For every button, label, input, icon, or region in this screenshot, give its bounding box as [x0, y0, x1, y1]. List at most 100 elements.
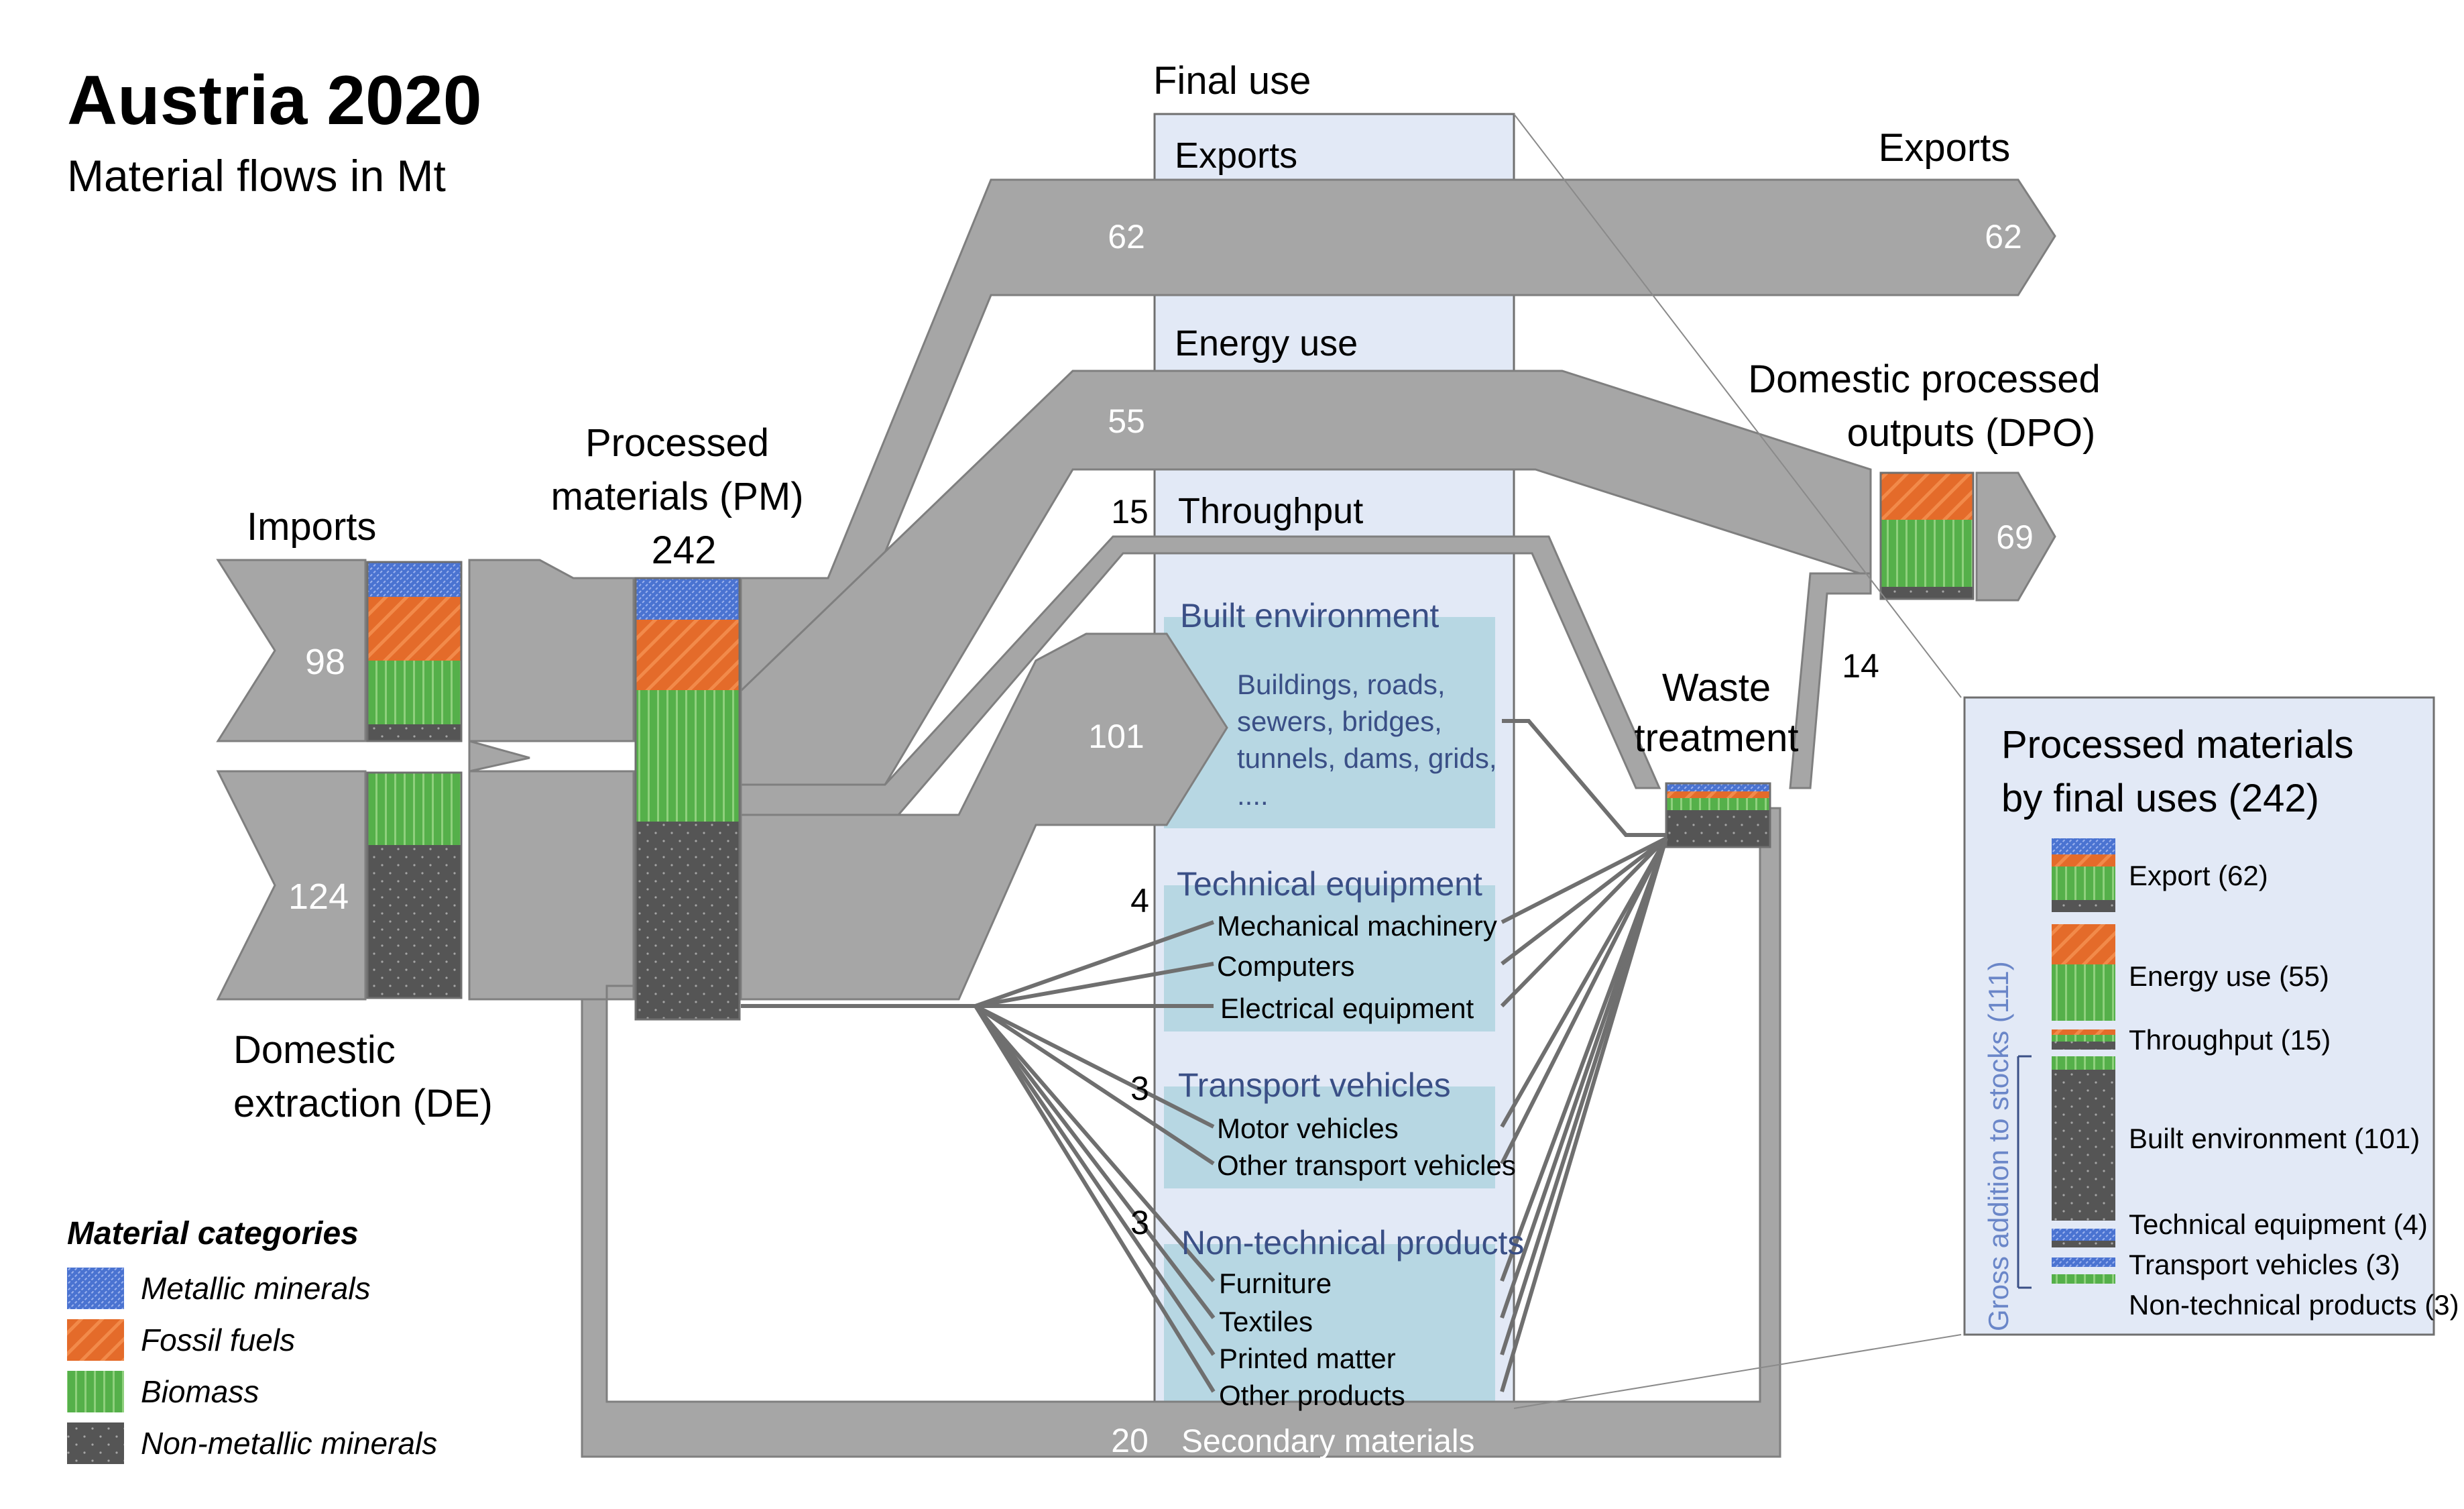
inset-item-3: Built environment (101)	[2129, 1123, 2420, 1154]
domestic-extraction-flow	[216, 770, 367, 1001]
fu-transport-item-1: Other transport vehicles	[1217, 1150, 1516, 1181]
de-biomass	[367, 773, 461, 845]
exports-node-value: 62	[1985, 218, 2022, 256]
legend-item-metallic: Metallic minerals	[141, 1271, 371, 1306]
de-to-pm-flow	[468, 770, 635, 1001]
fu-built-desc-2: sewers, bridges,	[1237, 706, 1442, 737]
built-environment-flow	[740, 632, 1228, 1001]
built-flow-value: 101	[1088, 718, 1144, 755]
dpo-value: 69	[1996, 518, 2034, 556]
inset-title-2: by final uses (242)	[2001, 777, 2319, 820]
imports-label: Imports	[247, 505, 376, 549]
secondary-label: Secondary materials	[1181, 1424, 1475, 1459]
pm-nonmetal	[636, 822, 740, 1019]
fu-transport-label: Transport vehicles	[1178, 1066, 1451, 1104]
nontech-flow-value: 3	[1130, 1204, 1149, 1241]
exports-node-label: Exports	[1879, 126, 2011, 170]
inset-item-6: Non-technical products (3)	[2129, 1289, 2459, 1321]
product-fan-lines	[741, 920, 1216, 1393]
imports-flow	[216, 559, 367, 742]
transport-flow-value: 3	[1130, 1070, 1149, 1107]
fu-tech-item-0: Mechanical machinery	[1217, 910, 1497, 942]
de-value: 124	[288, 877, 349, 917]
secondary-value: 20	[1111, 1422, 1149, 1459]
legend-item-nonmetal: Non-metallic minerals	[141, 1426, 437, 1461]
imports-stack	[366, 561, 463, 742]
inset-item-1: Energy use (55)	[2129, 960, 2329, 992]
imports-biomass	[367, 661, 461, 724]
fu-energy-label: Energy use	[1175, 323, 1358, 364]
fu-throughput-label: Throughput	[1178, 491, 1363, 531]
fu-tech-item-1: Computers	[1217, 950, 1354, 982]
pm-value: 242	[652, 528, 717, 572]
inset-panel: Processed materials by final uses (242) …	[1963, 696, 2459, 1336]
page-subtitle: Material flows in Mt	[67, 151, 446, 201]
imports-nonmetal	[367, 724, 461, 741]
de-label-line1: Domestic	[233, 1028, 396, 1072]
inset-title-1: Processed materials	[2001, 723, 2353, 767]
imports-value: 98	[305, 642, 345, 682]
pm-metallic	[636, 578, 740, 620]
technical-flow-value: 4	[1130, 882, 1149, 919]
de-label-line2: extraction (DE)	[233, 1082, 493, 1125]
exports-flow-value: 62	[1108, 218, 1145, 256]
pm-fossil	[636, 620, 740, 690]
waste-stack	[1665, 782, 1771, 848]
dpo-nonmetal	[1881, 587, 1973, 599]
inset-connector-top	[1513, 113, 1962, 698]
imports-to-pm-flow	[468, 559, 635, 773]
fu-nontech-item-3: Other products	[1219, 1380, 1405, 1411]
legend-swatch-nonmetal	[67, 1422, 124, 1464]
de-nonmetal	[367, 845, 461, 998]
legend: Material categories Metallic minerals Fo…	[67, 1216, 437, 1464]
waste-to-dpo-flow	[1789, 572, 1872, 789]
legend-item-fossil: Fossil fuels	[141, 1323, 295, 1357]
fu-technical-label: Technical equipment	[1177, 865, 1482, 903]
throughput-flow-value: 15	[1111, 493, 1149, 530]
fu-tech-item-2: Electrical equipment	[1220, 993, 1474, 1024]
fu-built-desc-3: tunnels, dams, grids,	[1237, 742, 1497, 774]
pm-label-line1: Processed	[585, 421, 769, 465]
fu-nontech-item-1: Textiles	[1219, 1306, 1313, 1337]
dpo-stack	[1879, 471, 1975, 600]
final-use-label: Final use	[1153, 59, 1311, 103]
pm-stack	[634, 577, 741, 1021]
fu-transport-item-0: Motor vehicles	[1217, 1113, 1399, 1144]
energy-flow-value: 55	[1108, 402, 1145, 440]
pm-label-line2: materials (PM)	[550, 475, 803, 518]
waste-label-line2: treatment	[1635, 716, 1799, 760]
technical-equipment-box	[1164, 885, 1495, 1031]
inset-connector-bottom	[1513, 1334, 1962, 1409]
inset-item-5: Transport vehicles (3)	[2129, 1249, 2400, 1280]
fu-exports-label: Exports	[1175, 135, 1297, 176]
fu-built-label: Built environment	[1180, 597, 1439, 634]
inset-item-2: Throughput (15)	[2129, 1024, 2331, 1056]
waste-to-dpo-value: 14	[1842, 647, 1879, 685]
waste-label-line1: Waste	[1662, 666, 1771, 710]
fu-nontech-item-0: Furniture	[1219, 1268, 1332, 1299]
page-title: Austria 2020	[67, 62, 482, 139]
dpo-arrow	[1975, 471, 2056, 602]
de-stack	[366, 771, 463, 999]
fu-built-desc-4: ....	[1237, 779, 1269, 811]
legend-swatch-metallic	[67, 1268, 124, 1309]
flows	[216, 178, 2056, 1458]
inset-stock-label: Gross addition to stocks (111)	[1983, 961, 2014, 1331]
non-technical-products-box	[1164, 1244, 1495, 1408]
fu-nontech-item-2: Printed matter	[1219, 1343, 1396, 1374]
legend-swatch-fossil	[67, 1319, 124, 1361]
dpo-label-line1: Domestic processed	[1748, 357, 2100, 401]
transport-vehicles-box	[1164, 1086, 1495, 1188]
legend-item-biomass: Biomass	[141, 1374, 259, 1409]
imports-metallic	[367, 562, 461, 597]
fu-built-desc-1: Buildings, roads,	[1237, 669, 1446, 700]
legend-swatch-biomass	[67, 1371, 124, 1412]
inset-item-0: Export (62)	[2129, 860, 2268, 891]
imports-fossil	[367, 597, 461, 661]
inset-item-4: Technical equipment (4)	[2129, 1209, 2428, 1240]
dpo-biomass	[1881, 520, 1973, 587]
waste-fan-lines	[1500, 719, 1668, 1392]
fu-nontech-label: Non-technical products	[1181, 1224, 1524, 1262]
dpo-label-line2: outputs (DPO)	[1847, 411, 2096, 455]
